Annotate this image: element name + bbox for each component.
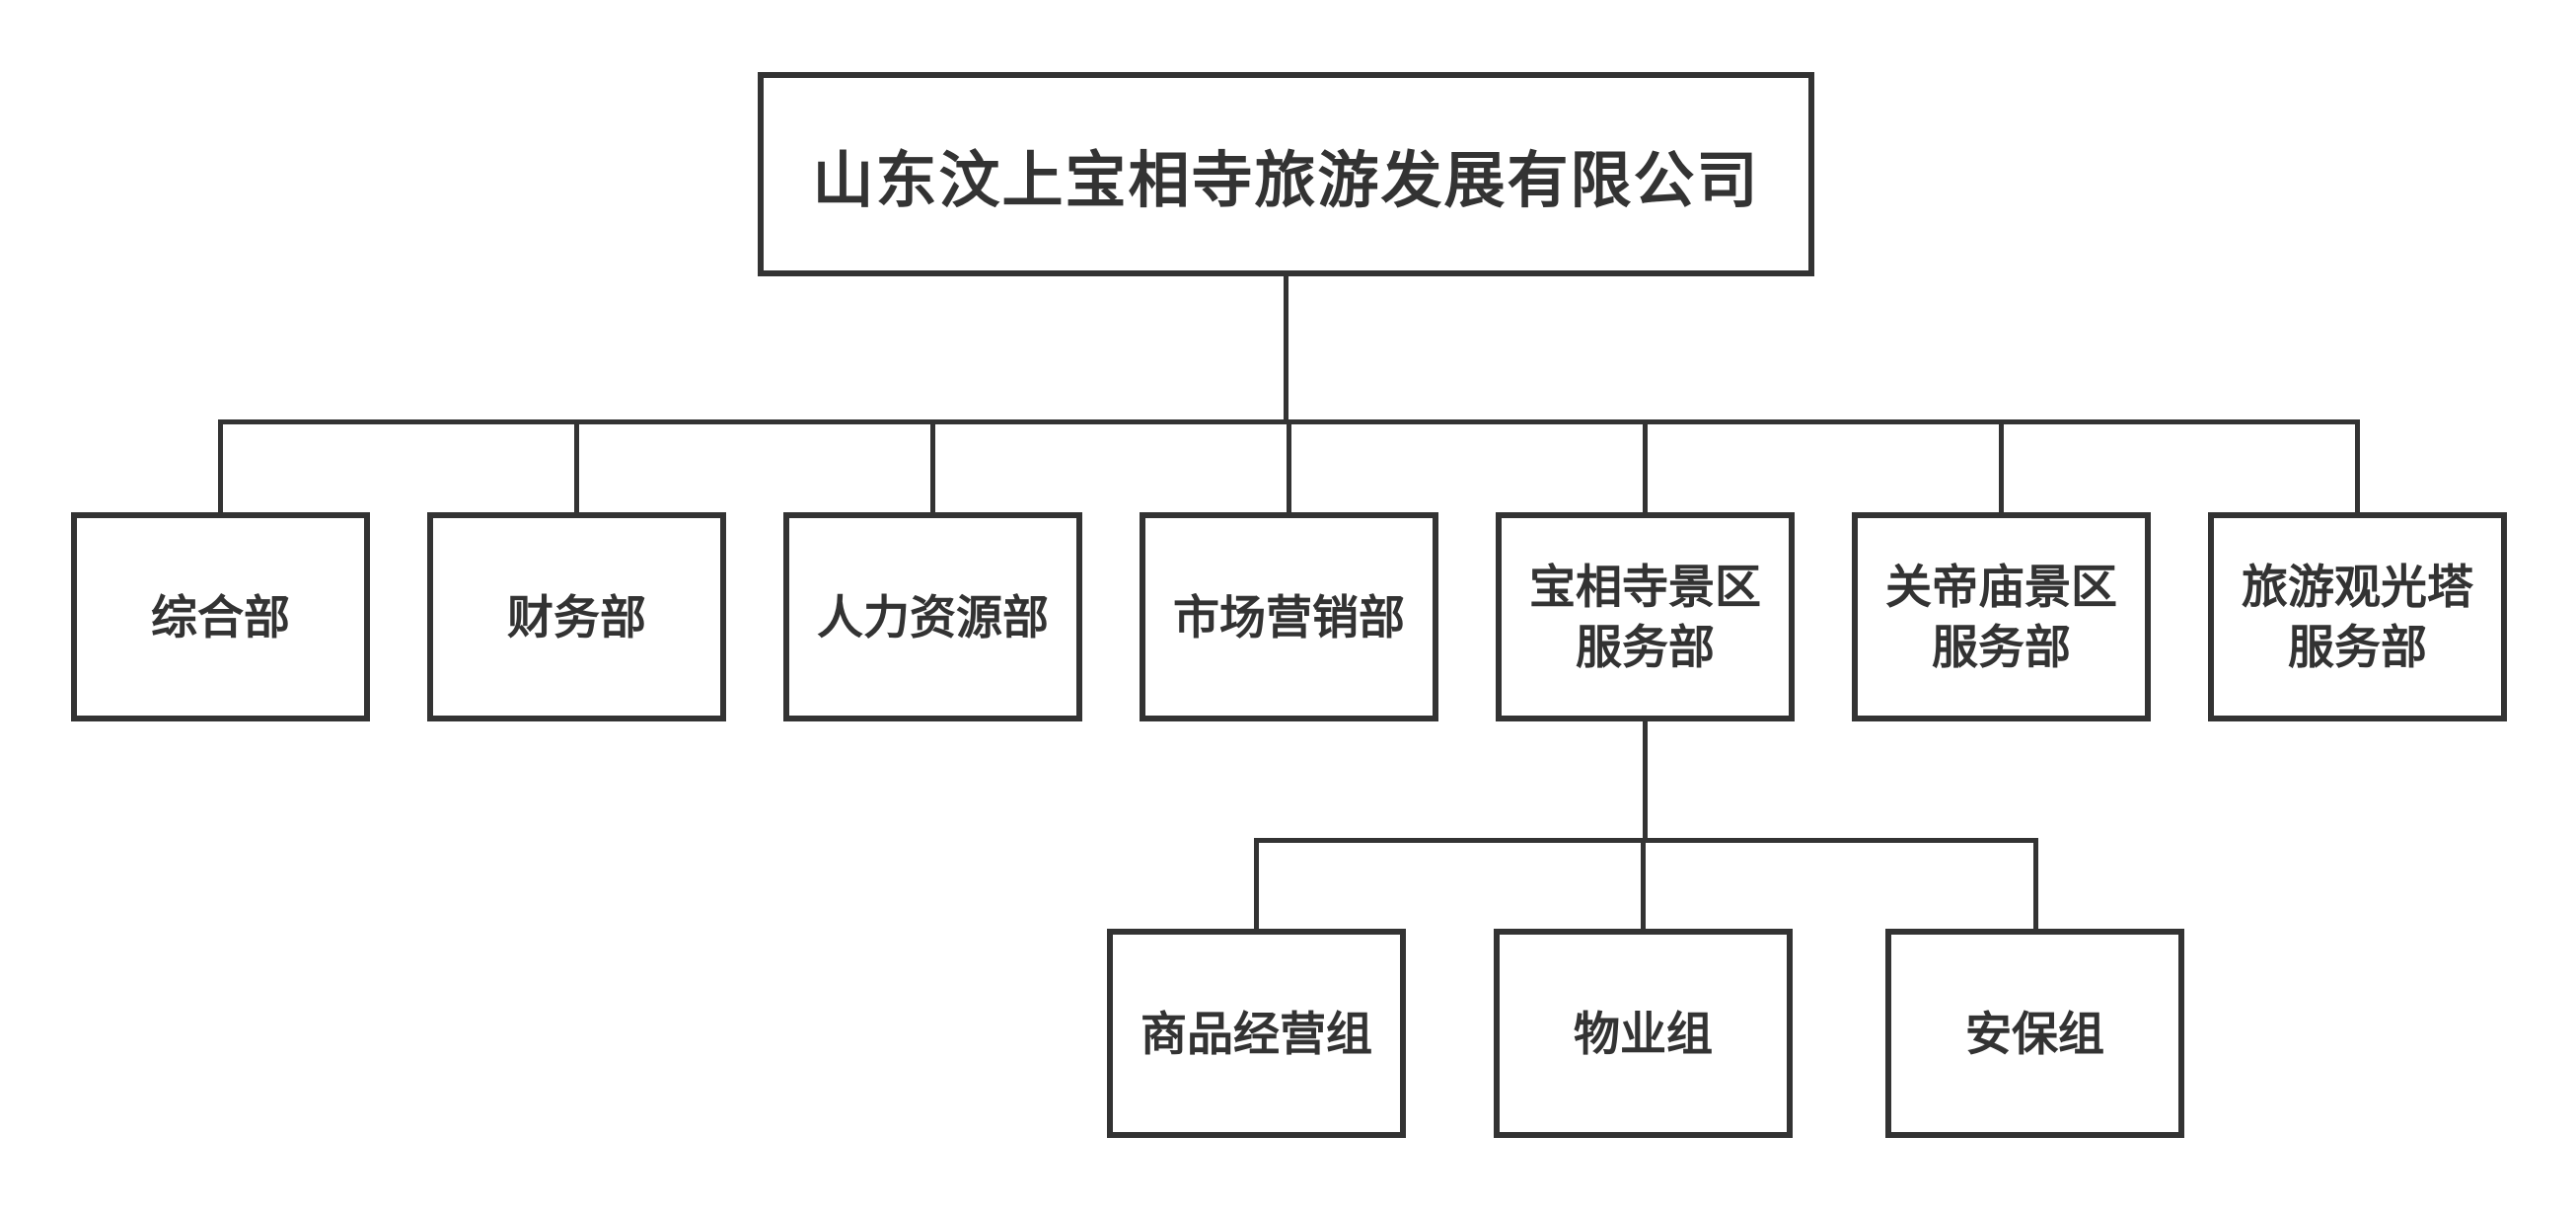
connector-dept5-drop bbox=[1643, 719, 1648, 840]
connector-level2-drop-0 bbox=[218, 421, 223, 512]
org-node-commodity-operations-group: 商品经营组 bbox=[1107, 929, 1406, 1138]
org-node-label-line2: 服务部 bbox=[1576, 621, 1715, 673]
connector-level3-drop-0 bbox=[1254, 840, 1259, 931]
org-node-security-group: 安保组 bbox=[1885, 929, 2184, 1138]
org-node-label-line2: 服务部 bbox=[2288, 621, 2427, 673]
connector-level3-drop-1 bbox=[1641, 840, 1646, 931]
connector-level3-bus bbox=[1254, 838, 2038, 843]
org-node-label: 市场营销部 bbox=[1173, 590, 1405, 643]
connector-root-drop bbox=[1284, 276, 1288, 424]
connector-level2-drop-1 bbox=[574, 421, 579, 512]
connector-level2-drop-5 bbox=[1999, 421, 2004, 512]
connector-level2-drop-3 bbox=[1287, 421, 1291, 512]
org-node-label: 商品经营组 bbox=[1141, 1007, 1372, 1060]
org-node-label: 物业组 bbox=[1574, 1007, 1713, 1060]
org-node-root-label: 山东汶上宝相寺旅游发展有限公司 bbox=[812, 146, 1760, 215]
org-node-label: 财务部 bbox=[507, 590, 646, 643]
org-node-label: 人力资源部 bbox=[817, 590, 1049, 643]
org-node-property-group: 物业组 bbox=[1494, 929, 1793, 1138]
org-node-general-affairs-dept: 综合部 bbox=[71, 512, 370, 721]
org-node-root: 山东汶上宝相寺旅游发展有限公司 bbox=[758, 72, 1814, 276]
org-node-human-resources-dept: 人力资源部 bbox=[783, 512, 1082, 721]
org-node-label-line1: 关帝庙景区 bbox=[1885, 561, 2117, 613]
org-node-label-line1: 旅游观光塔 bbox=[2242, 561, 2473, 613]
org-node-baoxiangsi-scenic-service-dept: 宝相寺景区 服务部 bbox=[1496, 512, 1795, 721]
org-node-label: 综合部 bbox=[151, 590, 290, 643]
connector-level2-drop-6 bbox=[2355, 421, 2360, 512]
connector-level2-drop-2 bbox=[930, 421, 935, 512]
org-node-marketing-dept: 市场营销部 bbox=[1140, 512, 1438, 721]
connector-level2-drop-4 bbox=[1643, 421, 1648, 512]
org-node-sightseeing-tower-service-dept: 旅游观光塔 服务部 bbox=[2208, 512, 2507, 721]
org-node-label: 安保组 bbox=[1965, 1007, 2104, 1060]
connector-level3-drop-2 bbox=[2033, 840, 2038, 931]
org-node-label-line1: 宝相寺景区 bbox=[1529, 561, 1761, 613]
org-node-finance-dept: 财务部 bbox=[427, 512, 726, 721]
org-node-label-line2: 服务部 bbox=[1932, 621, 2071, 673]
org-node-guandimiao-scenic-service-dept: 关帝庙景区 服务部 bbox=[1852, 512, 2151, 721]
